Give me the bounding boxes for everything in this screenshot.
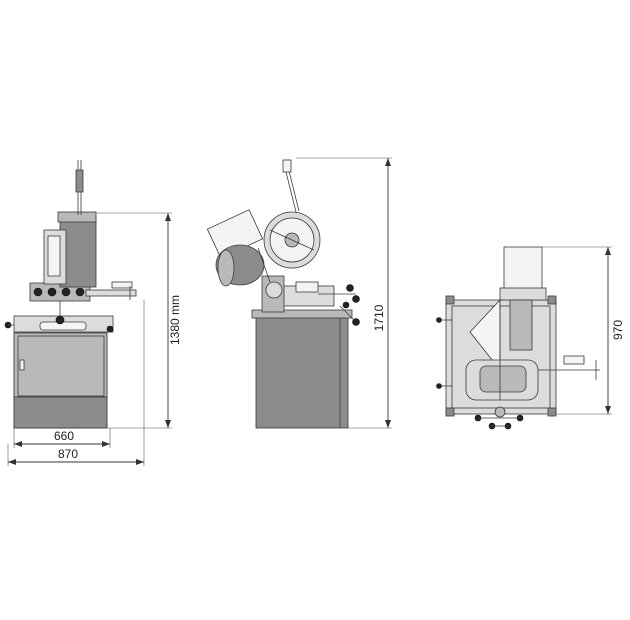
top-motor bbox=[503, 246, 543, 294]
side-dimensions: 1710 bbox=[296, 157, 392, 429]
front-view bbox=[4, 160, 137, 429]
top-depth-label: 970 bbox=[611, 320, 625, 340]
side-height-label: 1710 bbox=[372, 304, 386, 331]
front-dimensions: 1380 mm 660 870 bbox=[7, 212, 182, 466]
top-view bbox=[436, 246, 600, 430]
front-total-width-label: 870 bbox=[58, 447, 78, 461]
front-base-width-label: 660 bbox=[54, 429, 74, 443]
side-cabinet bbox=[255, 315, 349, 429]
side-view bbox=[206, 159, 360, 429]
front-height-label: 1380 mm bbox=[168, 295, 182, 345]
top-dimensions: 970 bbox=[542, 246, 625, 415]
